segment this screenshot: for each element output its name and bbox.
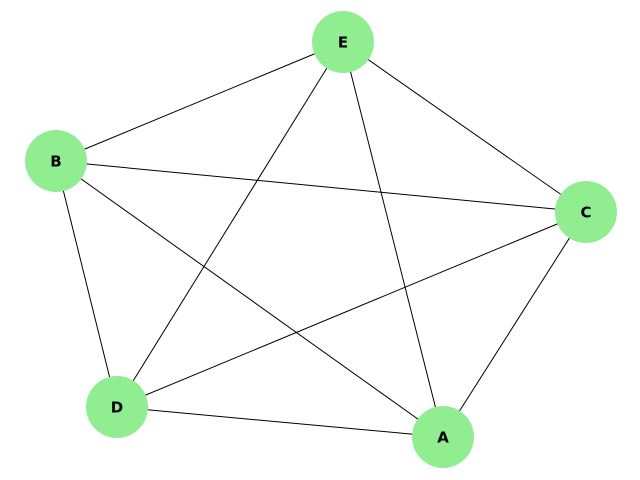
graph-edge-D-A <box>116 406 444 438</box>
graph-node-D <box>86 376 148 438</box>
graph-edge-E-A <box>342 41 444 438</box>
graph-node-A <box>412 406 474 468</box>
graph-edge-C-A <box>442 211 587 438</box>
graph-edge-E-C <box>342 41 587 213</box>
graph-edge-E-D <box>116 41 344 408</box>
graph-edge-B-C <box>55 160 587 213</box>
graph-edge-B-D <box>55 160 118 408</box>
graph-node-B <box>25 130 87 192</box>
graph-node-C <box>555 181 617 243</box>
graph-edge-C-D <box>116 211 587 408</box>
graph-edge-B-A <box>55 160 444 438</box>
graph-edge-E-B <box>55 41 344 162</box>
graph-node-E <box>312 11 374 73</box>
